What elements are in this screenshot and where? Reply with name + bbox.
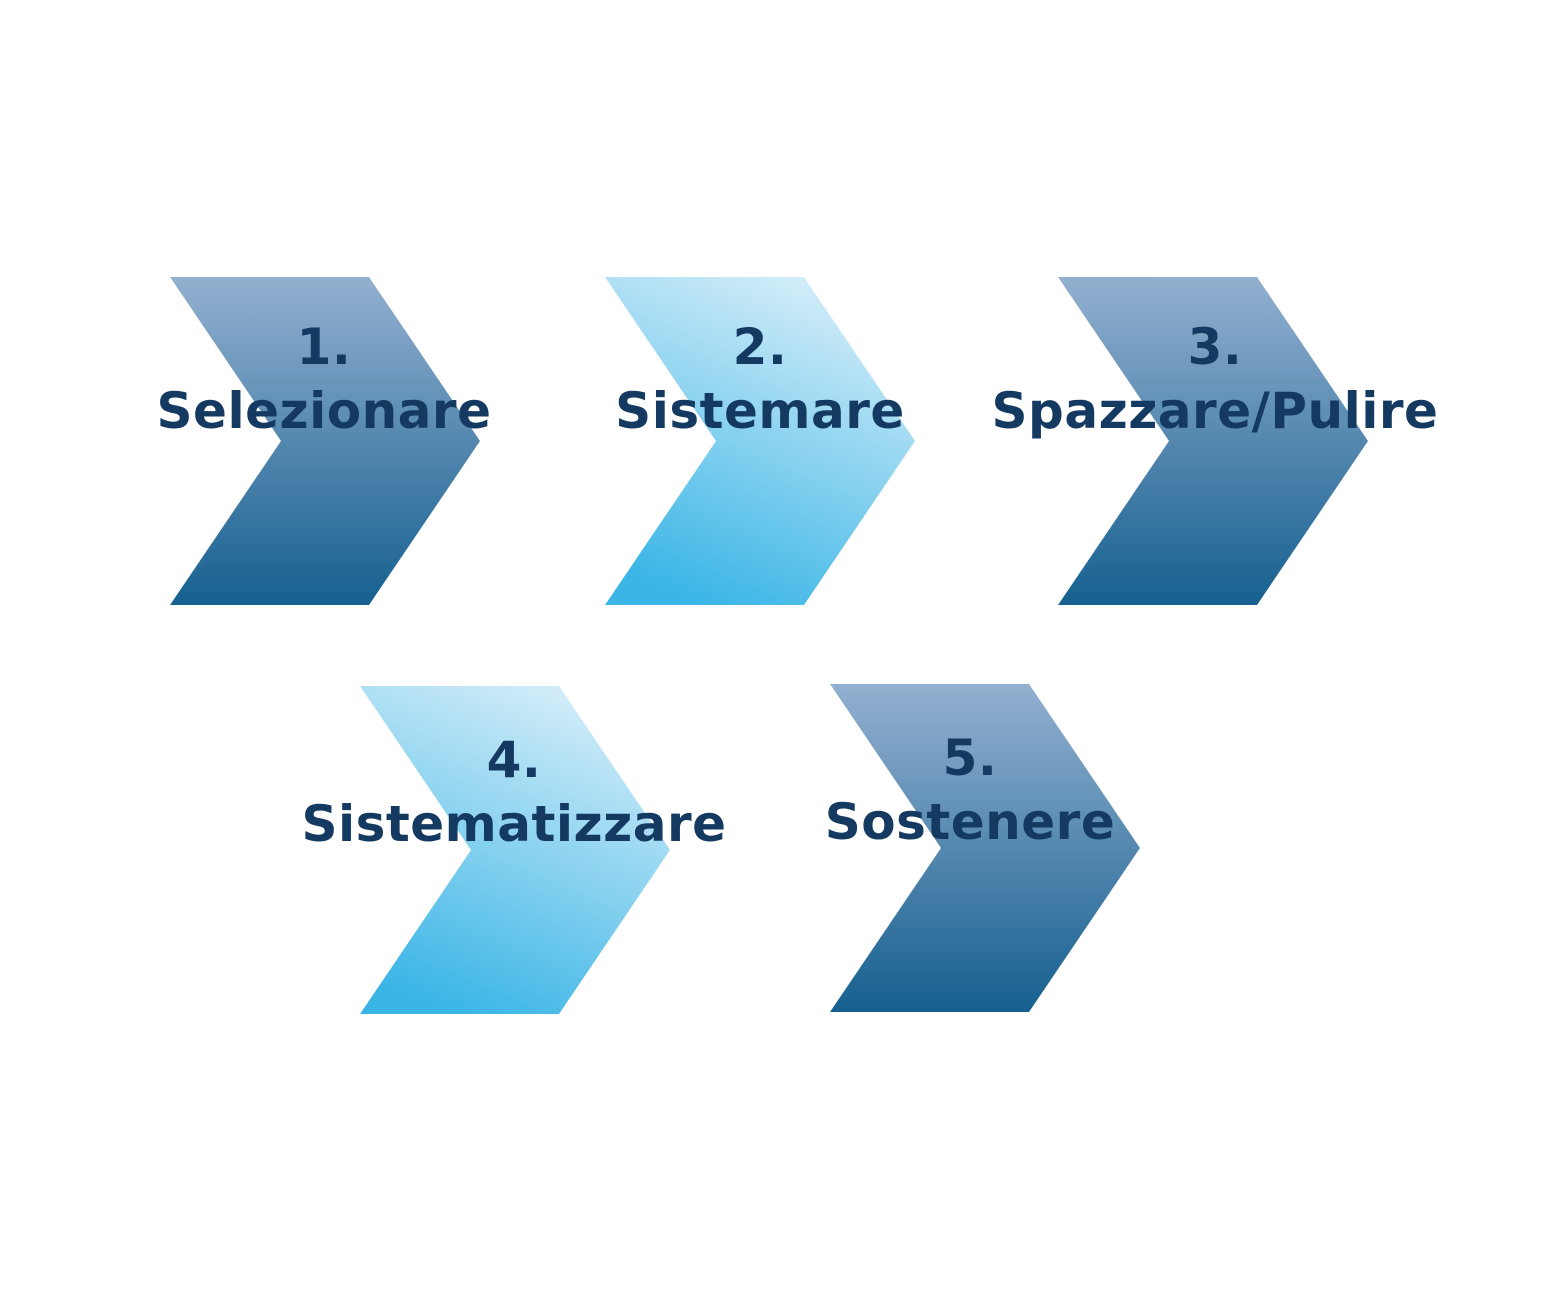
step-3-chevron: 3. Spazzare/Pulire bbox=[992, 277, 1438, 605]
step-number: 3. bbox=[1187, 318, 1243, 376]
step-number: 1. bbox=[296, 318, 352, 376]
step-4-chevron: 4. Sistematizzare bbox=[301, 686, 726, 1014]
step-name: Sistemare bbox=[615, 382, 905, 440]
step-5-chevron: 5. Sostenere bbox=[825, 684, 1140, 1012]
chevron-polygon bbox=[360, 686, 670, 1014]
chevron-shape bbox=[170, 277, 480, 605]
step-2-chevron: 2. Sistemare bbox=[605, 277, 915, 605]
chevron-shape bbox=[360, 686, 670, 1014]
step-label: 3. Spazzare/Pulire bbox=[992, 315, 1439, 443]
step-label: 2. Sistemare bbox=[615, 315, 905, 443]
step-number: 5. bbox=[942, 729, 998, 787]
chevron-shape bbox=[1058, 277, 1368, 605]
chevron-polygon bbox=[1058, 277, 1368, 605]
chevron-polygon bbox=[605, 277, 915, 605]
step-number: 4. bbox=[486, 731, 542, 789]
chevron-polygon bbox=[170, 277, 480, 605]
step-label: 5. Sostenere bbox=[825, 726, 1116, 854]
step-number: 2. bbox=[732, 318, 788, 376]
step-name: Spazzare/Pulire bbox=[991, 382, 1439, 440]
step-label: 1. Selezionare bbox=[157, 315, 492, 443]
chevron-shape bbox=[605, 277, 915, 605]
step-label: 4. Sistematizzare bbox=[301, 728, 726, 856]
step-1-chevron: 1. Selezionare bbox=[157, 277, 491, 605]
step-name: Sistematizzare bbox=[301, 795, 727, 853]
chevron-shape bbox=[830, 684, 1140, 1012]
step-name: Selezionare bbox=[156, 382, 492, 440]
step-name: Sostenere bbox=[824, 793, 1116, 851]
chevron-polygon bbox=[830, 684, 1140, 1012]
